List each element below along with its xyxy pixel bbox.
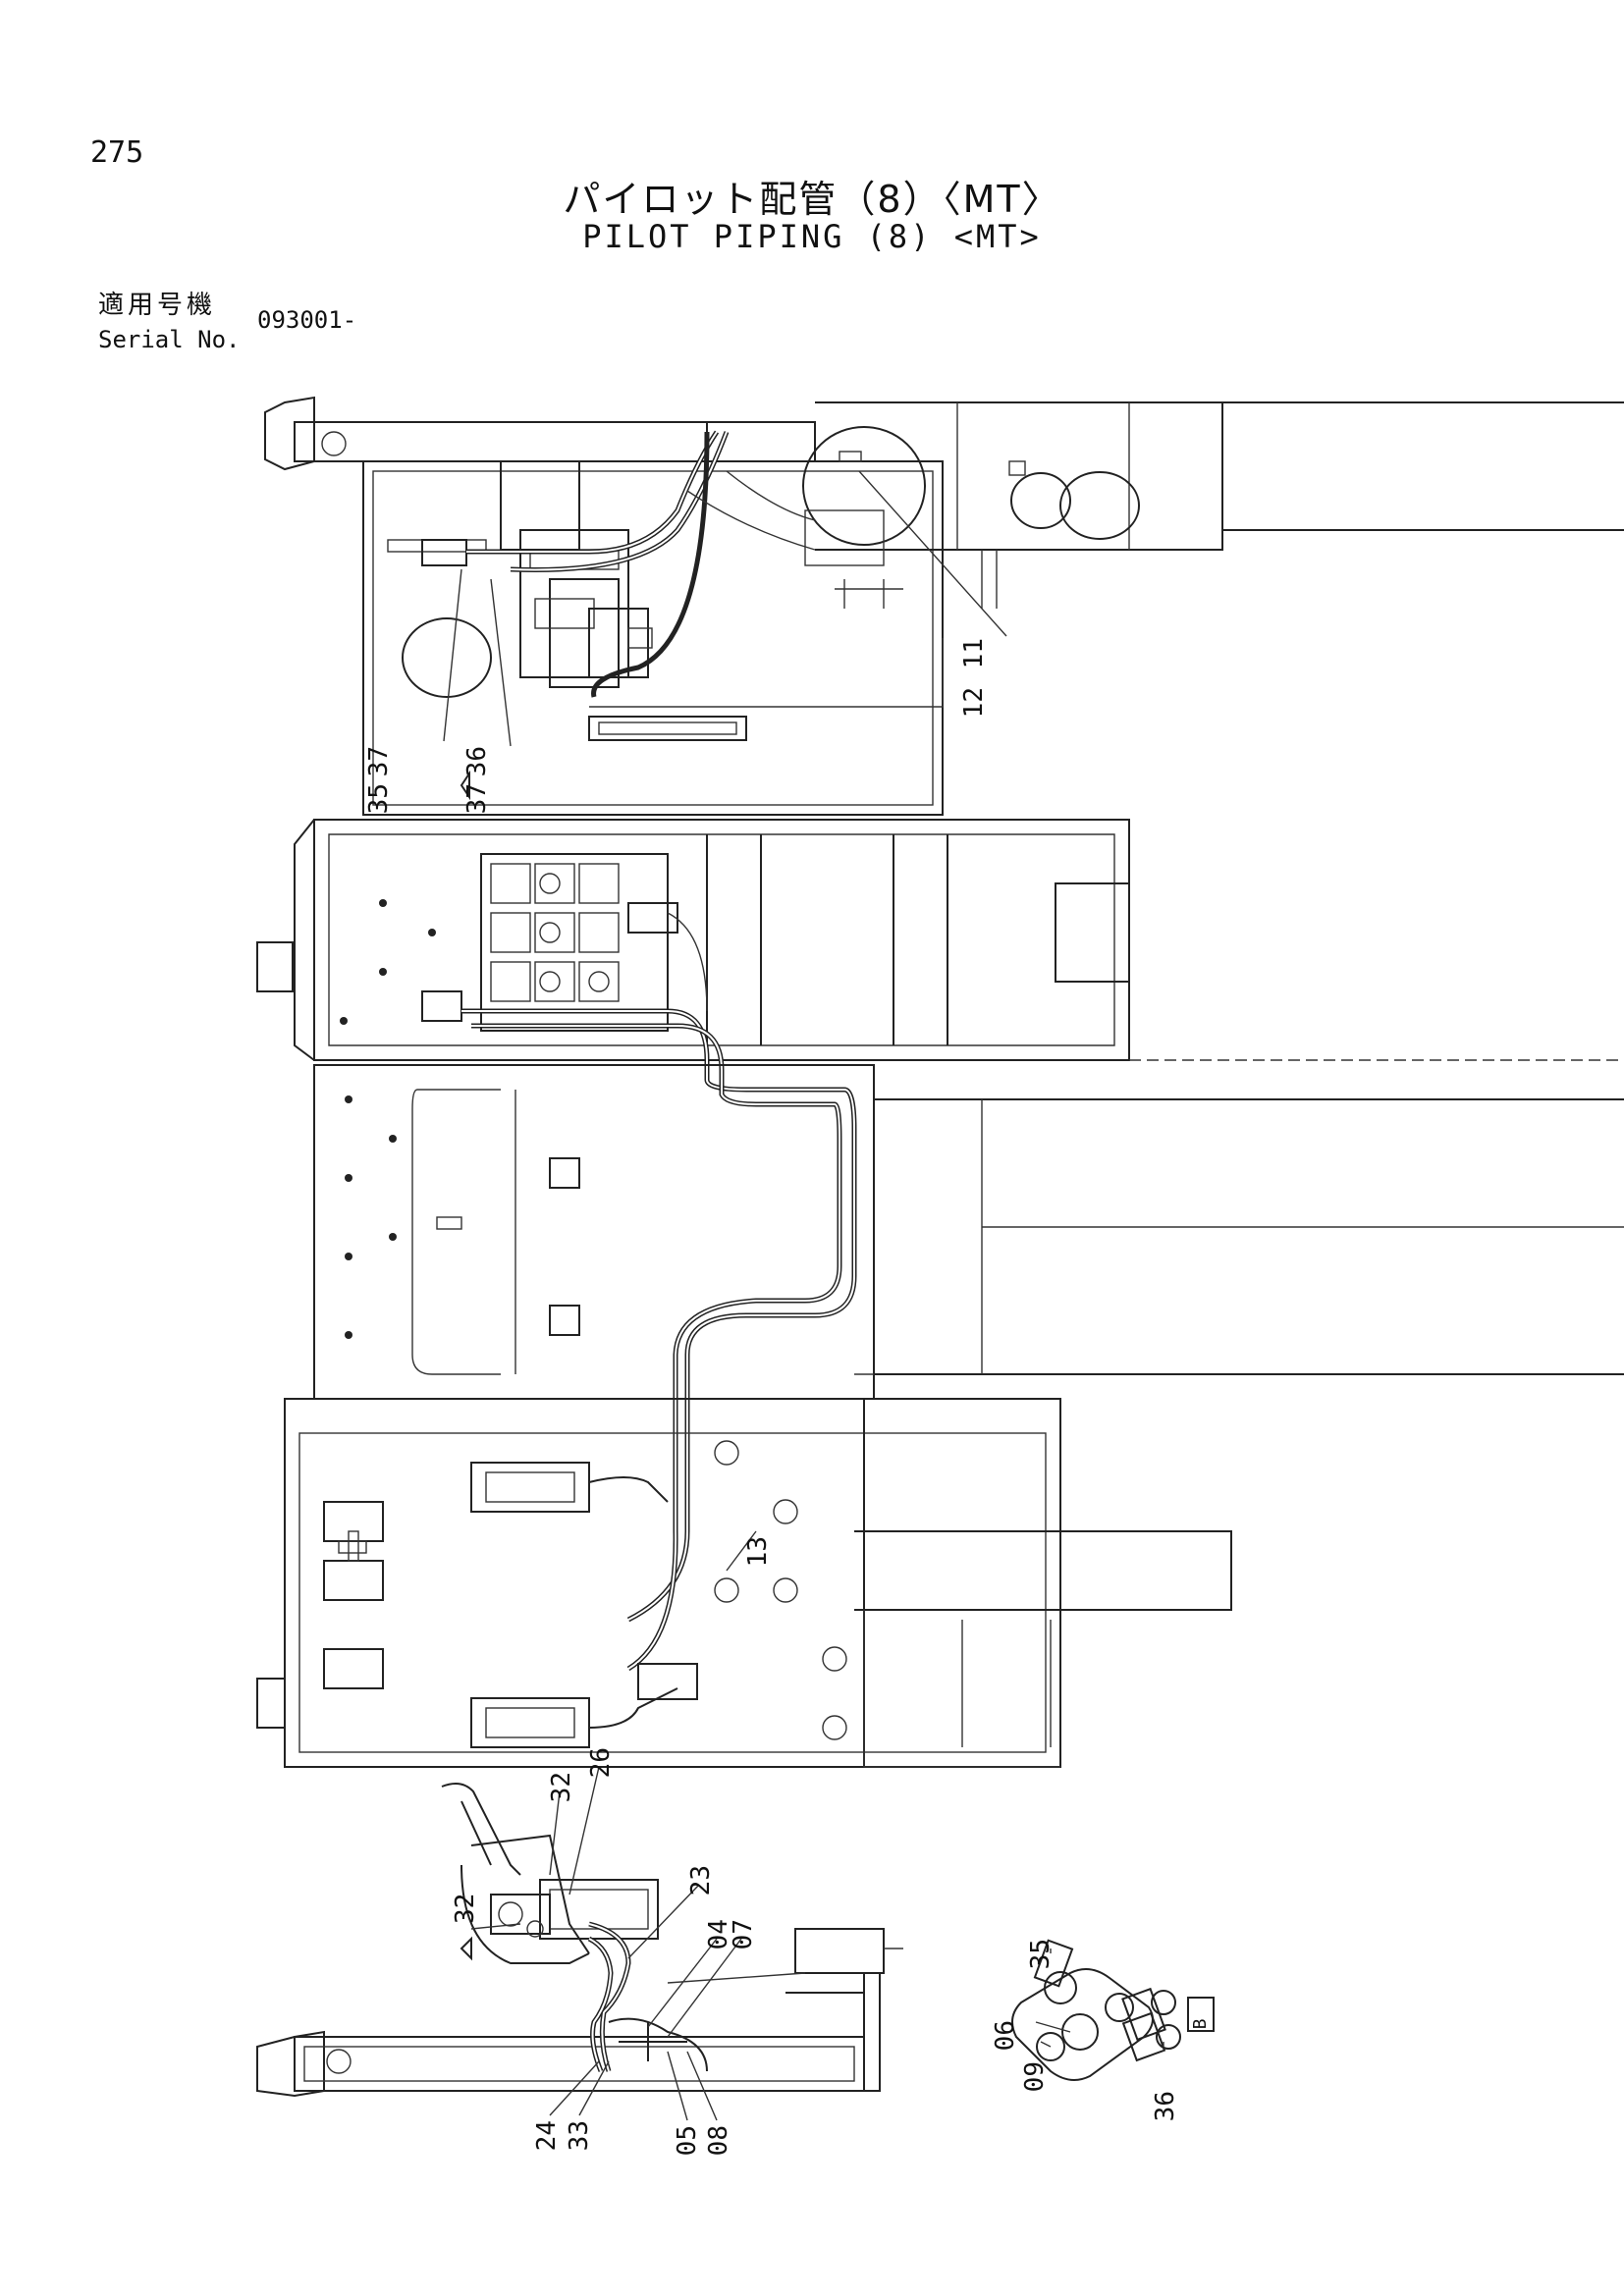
page-number: 275 (90, 135, 144, 170)
title-english: PILOT PIPING (8) <MT> (582, 218, 1042, 255)
side-view-top: 37 35 36 37 11 12 (264, 396, 1624, 816)
callout-08: 08 (704, 2125, 733, 2156)
callout-37-top-b: 37 (462, 783, 492, 814)
serial-label-english: Serial No. (98, 326, 241, 353)
callout-09: 09 (1020, 2061, 1050, 2092)
callout-36-detail: 36 (1151, 2091, 1180, 2121)
callout-05: 05 (673, 2125, 702, 2156)
callout-35-detail: 35 (1026, 1939, 1056, 1969)
callout-12: 12 (959, 687, 989, 718)
callout-26: 26 (586, 1747, 616, 1778)
callout-36-top: 36 (462, 746, 492, 776)
serial-label-japanese: 適用号機 (98, 291, 217, 320)
view-b-fitting-detail: B 35 06 09 36 (991, 1939, 1215, 2121)
callout-35-top: 35 (364, 783, 394, 814)
callout-07: 07 (729, 1919, 758, 1949)
callout-23: 23 (686, 1865, 716, 1896)
side-view-bottom: 32 26 23 04 07 32 24 33 05 08 (256, 1747, 903, 2156)
callout-37-top: 37 (364, 746, 394, 776)
view-b-label: B (1190, 2019, 1211, 2030)
callout-04: 04 (704, 1919, 733, 1949)
callout-32-upper: 32 (547, 1772, 576, 1802)
callout-11: 11 (959, 638, 989, 668)
callout-32-lower: 32 (451, 1894, 480, 1924)
serial-number-value: 093001- (257, 306, 357, 334)
callout-24: 24 (532, 2120, 562, 2151)
callout-06: 06 (991, 2020, 1020, 2051)
title-japanese: パイロット配管（8）〈MT〉 (563, 178, 1061, 221)
callout-33: 33 (565, 2120, 594, 2151)
plan-view-middle: 13 (256, 819, 1624, 1768)
callout-13: 13 (743, 1536, 773, 1567)
